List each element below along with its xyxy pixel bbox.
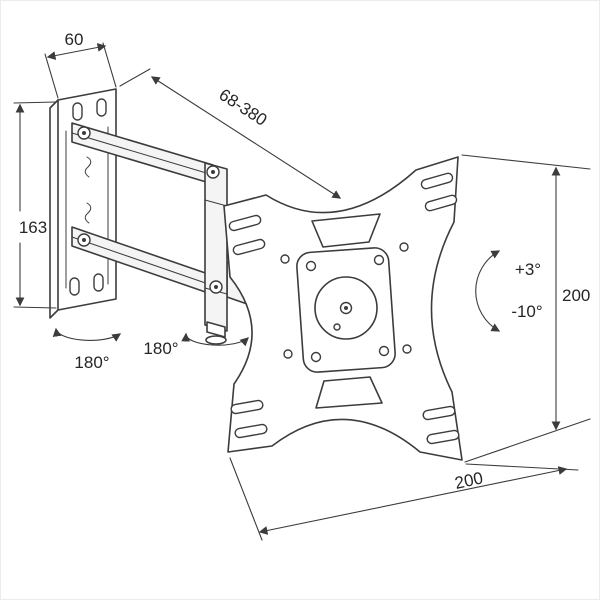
- locking-hook: [84, 202, 92, 224]
- vesa-slot: [228, 214, 262, 232]
- elbow-column: [204, 162, 228, 332]
- elbow-foot-base: [205, 335, 227, 345]
- plate-hole: [402, 344, 412, 354]
- hub-corner-bolt: [310, 351, 322, 363]
- top-cutout: [311, 213, 381, 248]
- hub-corner-bolt: [305, 260, 317, 272]
- extension-line: [44, 53, 59, 99]
- plate-hole: [283, 349, 293, 359]
- wall-plate-front-face: [57, 88, 117, 311]
- vesa-slot: [422, 405, 456, 421]
- dimension-vesa-width: 200: [229, 457, 579, 541]
- rotation-arrow-icon: [52, 327, 122, 342]
- keyhole-slot: [72, 102, 83, 121]
- vesa-slot: [230, 399, 264, 415]
- vesa-slot: [234, 423, 268, 439]
- dimension-vesa-width-label: 200: [453, 468, 485, 492]
- extension-line: [464, 418, 591, 463]
- vesa-plate: [223, 156, 463, 461]
- swivel-base-label: 180°: [74, 353, 109, 372]
- swivel-elbow-label: 180°: [143, 339, 178, 358]
- keyhole-slot: [69, 277, 80, 296]
- dimension-line: [46, 43, 107, 60]
- extension-line: [465, 463, 579, 471]
- extension-line: [119, 68, 151, 87]
- tilt-up-label: +3°: [515, 260, 541, 279]
- plate-hole: [399, 242, 409, 252]
- dimension-plate-height: 163: [13, 101, 57, 309]
- tilt-down-label: -10°: [511, 302, 542, 321]
- vesa-slot: [424, 194, 458, 212]
- pivot-bolt-center: [82, 131, 86, 135]
- dimension-depth: 60: [44, 30, 117, 99]
- swivel-indicator-elbow: 180°: [143, 332, 249, 358]
- keyhole-slot: [93, 273, 104, 292]
- pivot-bolt-center: [211, 170, 215, 174]
- vesa-slot: [420, 172, 454, 190]
- vesa-slot: [426, 429, 460, 445]
- wall-plate: [49, 88, 117, 319]
- hub-center-dot: [344, 306, 348, 310]
- hub-small-hole: [333, 323, 341, 331]
- hub-corner-bolt: [378, 345, 390, 357]
- bottom-cutout: [315, 376, 383, 409]
- tilt-arrow-icon: [475, 250, 501, 332]
- extension-line: [102, 42, 117, 88]
- swivel-indicator-base: 180°: [52, 327, 122, 372]
- extension-line: [461, 154, 591, 170]
- dimension-extension: 68-380: [119, 68, 342, 199]
- locking-hook: [84, 156, 92, 178]
- rotation-arrow-icon: [181, 332, 249, 347]
- tilt-indicator: +3° -10°: [475, 250, 543, 332]
- dimension-line: [150, 76, 342, 199]
- dimension-vesa-height: 200: [461, 154, 591, 463]
- wall-plate-side-face: [49, 99, 59, 319]
- dimension-vesa-height-label: 200: [562, 286, 590, 305]
- pivot-bolt-center: [214, 285, 218, 289]
- dimension-line: [258, 466, 568, 535]
- lower-arm-edge: [71, 236, 218, 288]
- hub-corner-bolt: [373, 254, 385, 266]
- dimension-depth-label: 60: [65, 30, 84, 49]
- plate-hole: [280, 254, 290, 264]
- pivot-bolt-center: [82, 238, 86, 242]
- extension-line: [229, 457, 263, 541]
- dimension-plate-height-label: 163: [19, 218, 47, 237]
- extension-line: [13, 306, 57, 309]
- keyhole-slot: [96, 98, 107, 117]
- vesa-slot: [232, 238, 266, 256]
- extension-line: [13, 101, 57, 104]
